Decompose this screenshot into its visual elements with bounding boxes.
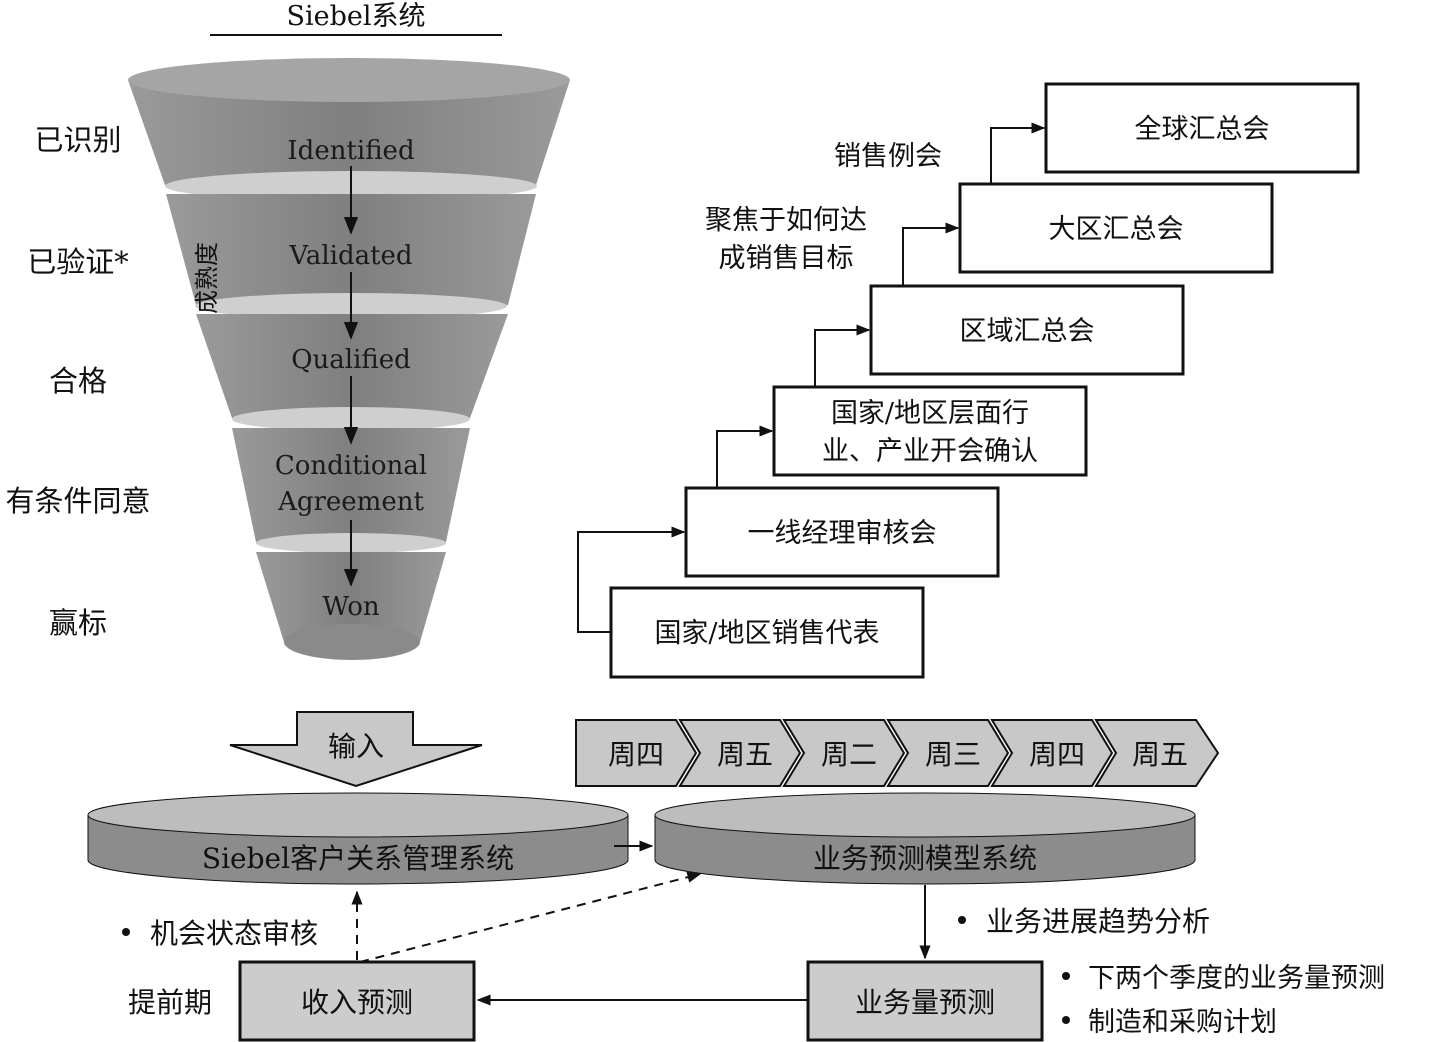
volume-forecast-label: 业务量预测 <box>855 986 995 1019</box>
note-focus-line1: 聚焦于如何达 <box>705 205 867 236</box>
bullet-dot <box>1062 1016 1070 1024</box>
step-regional: 区域汇总会 <box>960 316 1095 347</box>
bullet-manufacturing: 制造和采购计划 <box>1088 1007 1277 1038</box>
crm-system-cylinder: Siebel客户关系管理系统 <box>88 793 628 884</box>
bullet-dot <box>1062 972 1070 980</box>
day-label-3: 周二 <box>821 738 877 771</box>
bullet-trend-analysis: 业务进展趋势分析 <box>986 905 1210 938</box>
day-label-4: 周三 <box>925 738 981 771</box>
step-manager-review: 一线经理审核会 <box>748 518 937 549</box>
step-sales-rep: 国家/地区销售代表 <box>654 618 879 649</box>
stage-conditional: Conditional <box>275 451 427 481</box>
connector-arrow <box>991 128 1044 184</box>
step-global: 全球汇总会 <box>1135 114 1270 145</box>
forecast-system-label: 业务预测模型系统 <box>813 842 1037 875</box>
connector-arrow <box>903 228 958 286</box>
bullet-next-quarters: 下两个季度的业务量预测 <box>1088 963 1385 994</box>
stage-cn-validated: 已验证* <box>27 245 129 279</box>
day-label-6: 周五 <box>1132 738 1188 771</box>
day-label-1: 周四 <box>608 738 664 771</box>
connector-arrow <box>815 330 869 387</box>
bullet-dot <box>122 928 130 936</box>
stage-cn-conditional: 有条件同意 <box>5 484 150 518</box>
step-country-line2: 业、产业开会确认 <box>822 436 1038 467</box>
input-arrow: 输入 <box>230 712 482 786</box>
stage-won: Won <box>322 592 380 622</box>
step-country-line1: 国家/地区层面行 <box>831 398 1029 429</box>
forecast-system-cylinder: 业务预测模型系统 <box>655 793 1195 884</box>
sales-funnel: Siebel系统 Identified Validated <box>5 1 570 660</box>
stage-cn-qualified: 合格 <box>49 364 107 398</box>
lead-time-label: 提前期 <box>128 986 212 1019</box>
step-large-region: 大区汇总会 <box>1049 214 1184 245</box>
funnel-title: Siebel系统 <box>286 1 425 32</box>
weekday-timeline: 周四 周五 周二 周三 周四 周五 <box>576 720 1218 786</box>
input-label: 输入 <box>328 730 384 763</box>
funnel-segment-1 <box>128 58 570 201</box>
maturity-label: 成熟度 <box>193 242 221 314</box>
connector-arrow <box>717 431 772 488</box>
note-focus-line2: 成销售目标 <box>719 243 854 274</box>
bullet-dot <box>958 916 966 924</box>
note-sales-meeting: 销售例会 <box>834 141 942 172</box>
day-label-2: 周五 <box>717 738 773 771</box>
revenue-forecast-label: 收入预测 <box>301 986 413 1019</box>
meeting-staircase: 国家/地区销售代表 一线经理审核会 国家/地区层面行 业、产业开会确认 区域汇总… <box>578 84 1358 677</box>
stage-cn-won: 赢标 <box>49 606 107 640</box>
stage-qualified: Qualified <box>291 345 411 375</box>
bullet-opportunity-review: 机会状态审核 <box>150 917 318 950</box>
stage-cn-identified: 已识别 <box>34 123 121 157</box>
revenue-to-forecast-dashed-arrow <box>360 874 700 962</box>
day-label-5: 周四 <box>1029 738 1085 771</box>
stage-identified: Identified <box>287 136 414 166</box>
crm-system-label: Siebel客户关系管理系统 <box>202 842 514 875</box>
stage-validated: Validated <box>288 241 412 271</box>
stage-agreement: Agreement <box>277 487 424 517</box>
